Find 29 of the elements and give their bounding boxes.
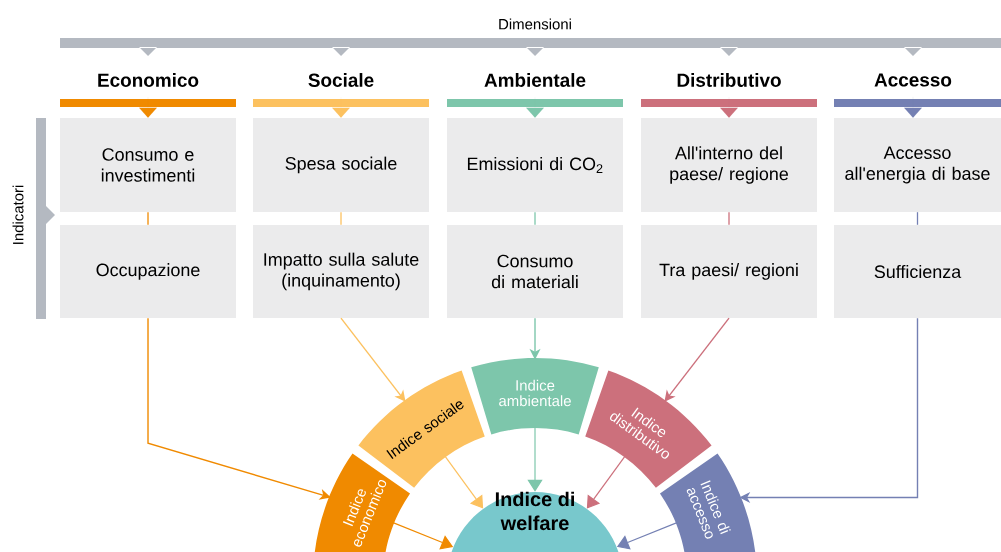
arrow (139, 97, 157, 118)
indicator-box: Accesso all'energia di base (834, 118, 1001, 212)
column-heading: Ambientale (447, 73, 623, 107)
arrow (340, 317, 406, 402)
indicator-box: Sufficienza (834, 225, 1001, 318)
column-heading: Sociale (253, 73, 429, 107)
indicator-box: Spesa sociale (253, 118, 429, 212)
indicator-box: Occupazione (60, 225, 236, 318)
axis-label: Dimensioni (499, 18, 571, 30)
arrow (720, 97, 738, 118)
indicator-box: Impatto sulla salute (inquinamento) (253, 225, 429, 318)
axis-label: Indicatori (12, 185, 24, 244)
indicator-box: All'interno del paese/ regione (641, 118, 817, 212)
column-heading: Economico (60, 73, 236, 107)
arrow (526, 97, 544, 118)
indicator-box: Emissioni di CO$_{2}$ (447, 118, 623, 212)
arrow (527, 425, 543, 492)
indicator-box: Tra paesi/ regioni (641, 225, 817, 318)
indicator-box: Consumo di materiali (447, 225, 623, 318)
arrow (586, 454, 626, 509)
column-heading: Accesso (834, 73, 1001, 107)
arrow (444, 454, 484, 509)
indicator-box: Consumo e investimenti (60, 118, 236, 212)
arrow (664, 317, 730, 402)
column-heading: Distributivo (641, 73, 817, 107)
index-segment: Indice ambientale (471, 358, 599, 435)
arrow (904, 96, 922, 118)
arrow (147, 317, 331, 500)
arrow (332, 97, 350, 118)
